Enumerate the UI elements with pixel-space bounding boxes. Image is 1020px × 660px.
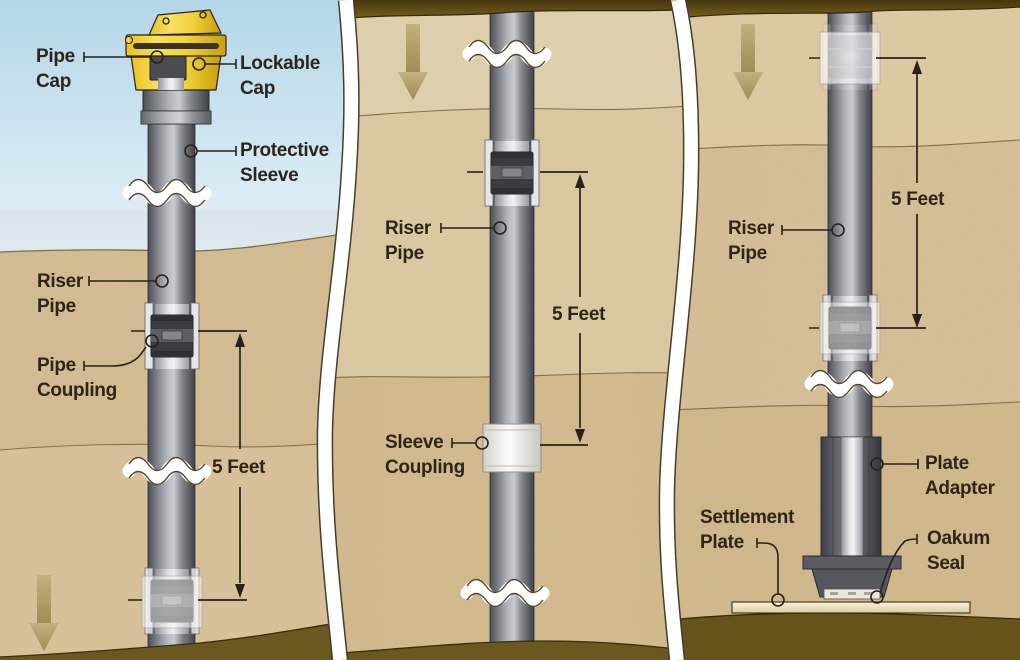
deep-soil [673, 613, 1020, 660]
panel-protective-sleeve [0, 0, 345, 660]
label-plate-adapter: Plate Adapter [925, 453, 995, 499]
label-settlement-plate: Settlement Plate [700, 507, 795, 553]
label-lockable-cap: Lockable Cap [240, 53, 320, 99]
sleeve-collar [140, 110, 212, 125]
label-riser-pipe-3: Riser Pipe [728, 218, 775, 264]
riser-pipe-graphic [489, 5, 535, 660]
label-pipe-coupling: Pipe Coupling [37, 355, 117, 401]
dimension-panel1 [198, 330, 247, 601]
surface-soil [673, 0, 1020, 19]
deep-soil [331, 641, 685, 660]
cap-lid [148, 9, 222, 36]
deep-soil [0, 621, 345, 660]
pipe-cap-graphic [149, 53, 187, 81]
panel-dividers [316, 0, 700, 660]
label-riser-pipe-2: Riser Pipe [385, 218, 432, 264]
lockable-cap-graphic [125, 9, 227, 91]
leader-lines-panel3 [756, 57, 919, 607]
sleeve-coupling-graphic [482, 423, 542, 473]
label-riser-pipe-1: Riser Pipe [37, 271, 84, 317]
label-oakum-seal: Oakum Seal [927, 528, 990, 574]
sleeve-over-coupling [819, 301, 881, 355]
label-dimension-1: 5 Feet [212, 457, 266, 478]
settlement-plate-graphic [731, 601, 971, 614]
label-sleeve-coupling: Sleeve Coupling [385, 432, 465, 478]
dimension-panel3 [876, 57, 926, 329]
plate-adapter-graphic [802, 436, 902, 600]
sleeve-over-coupling [141, 575, 203, 629]
leader-lines-panel2 [440, 171, 507, 450]
label-protective-sleeve: Protective Sleeve [240, 140, 329, 186]
leader-lines-panel1 [83, 50, 237, 601]
ghost-coupling-top [819, 31, 881, 85]
label-dimension-2: 5 Feet [552, 304, 606, 325]
panel-settlement-plate [673, 0, 1020, 660]
label-dimension-3: 5 Feet [891, 189, 945, 210]
panel-sleeve-coupling [331, 0, 685, 660]
dimension-panel2 [540, 171, 588, 446]
label-pipe-cap: Pipe Cap [36, 46, 75, 92]
